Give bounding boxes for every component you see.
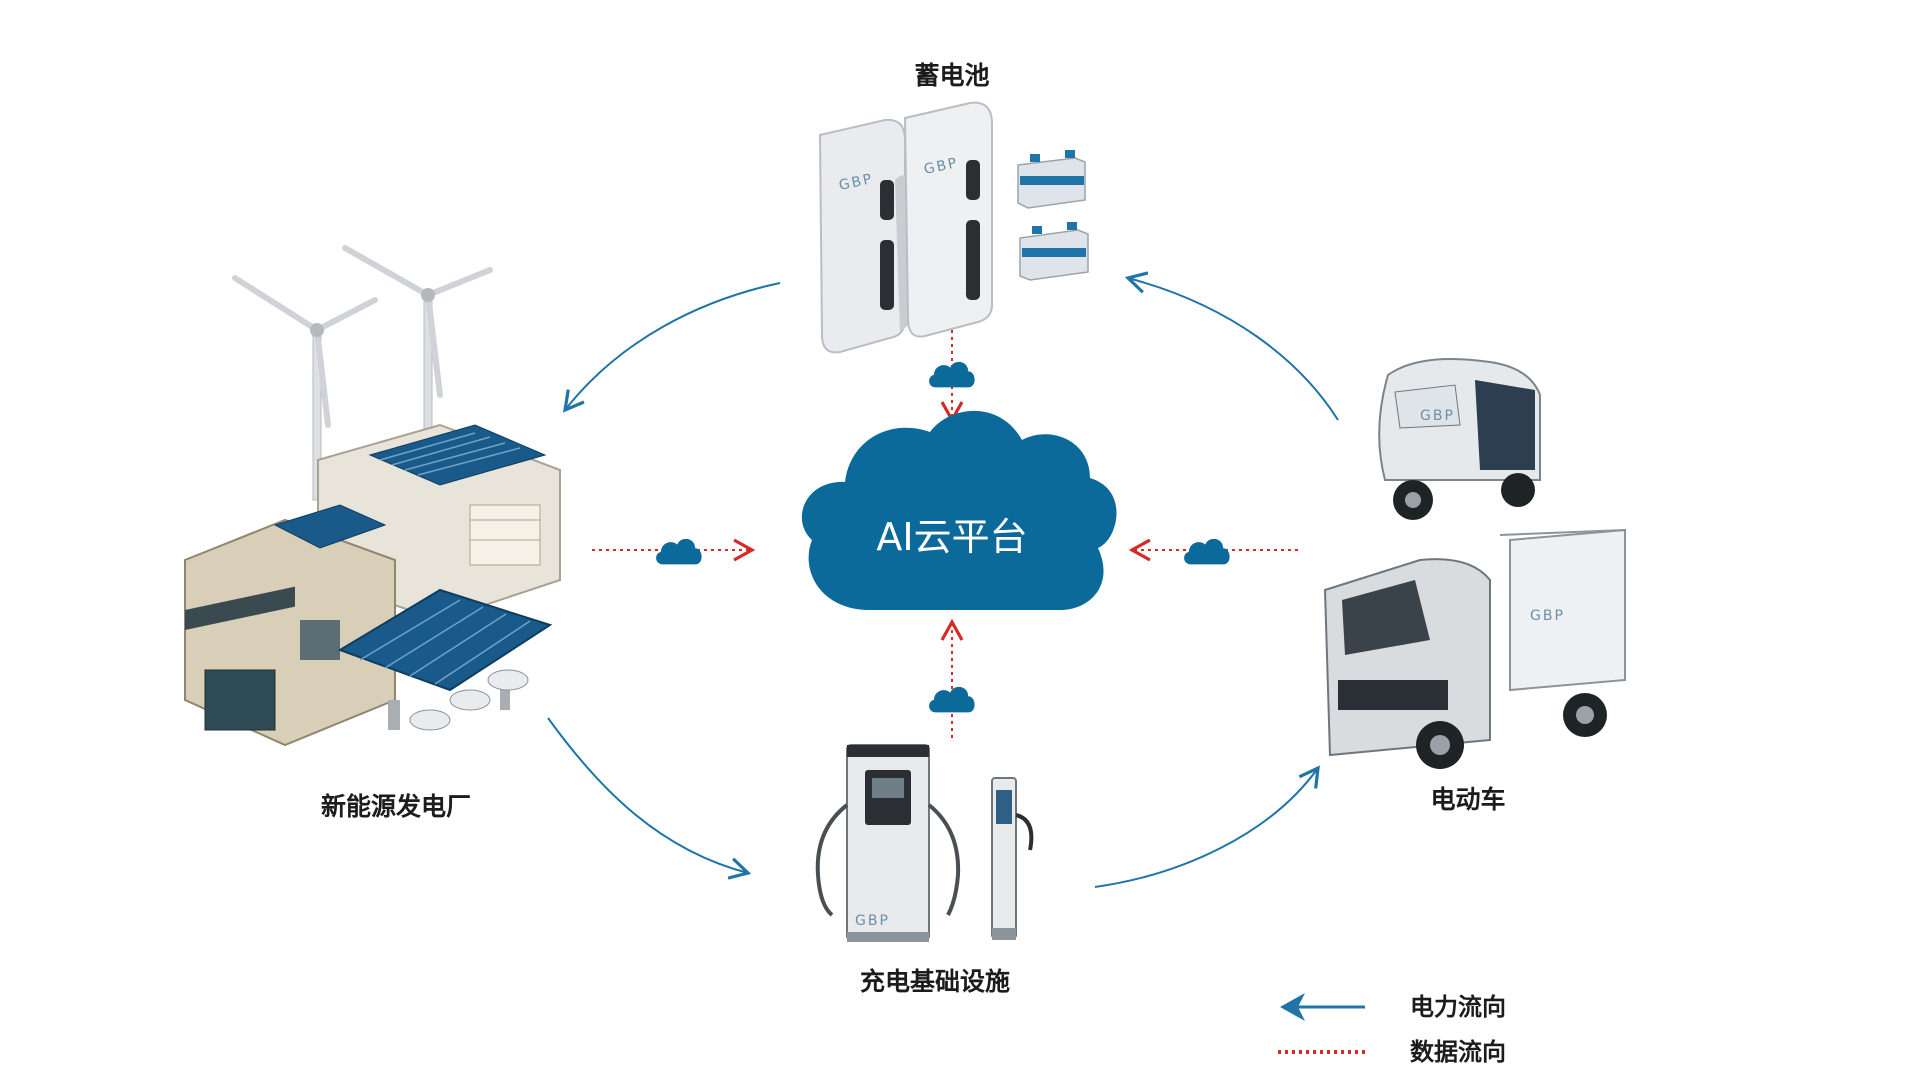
car-battery-icon [1017, 150, 1086, 209]
cloud-icon [801, 410, 1117, 610]
battery-cabinet-icon: GBP [818, 118, 915, 354]
charging-station-icon: GBP [815, 744, 961, 942]
legend-power-flow: 电力流向 [1280, 993, 1506, 1021]
legend: 电力流向 数据流向 [1278, 993, 1506, 1066]
svg-text:GBP: GBP [1420, 408, 1455, 424]
svg-text:GBP: GBP [1530, 608, 1565, 624]
charging-pole-icon [991, 777, 1034, 940]
car-battery-icon [1019, 222, 1089, 281]
svg-text:GBP: GBP [923, 155, 960, 178]
legend-power-label: 电力流向 [1410, 993, 1506, 1021]
svg-text:GBP: GBP [838, 171, 875, 194]
plant-label: 新能源发电厂 [321, 792, 471, 821]
power-arrow-battery-to-plant [562, 282, 781, 413]
charging-node: GBP 充电基础设施 [815, 744, 1034, 996]
solar-carport-icon [337, 588, 553, 731]
power-flow-arrows [547, 271, 1339, 888]
power-plant-node: 新能源发电厂 [184, 245, 561, 821]
power-arrow-plant-to-charging [547, 717, 752, 880]
cloud-icon [929, 686, 975, 713]
legend-data-label: 数据流向 [1410, 1038, 1506, 1066]
battery-cabinet-icon: GBP [903, 101, 993, 338]
legend-data-flow: 数据流向 [1278, 1038, 1506, 1066]
arrow-left-icon [1280, 993, 1305, 1021]
cloud-icon [1184, 538, 1230, 565]
office-house-icon [184, 504, 396, 747]
vehicle-node: GBP GBP 电动车 [1323, 358, 1626, 814]
battery-node: 蓄电池 GBP GBP [818, 61, 1089, 354]
cloud-icon [929, 361, 975, 388]
vehicle-label: 电动车 [1430, 785, 1505, 814]
tuk-tuk-icon: GBP [1378, 358, 1541, 520]
cloud-label: AI云平台 [876, 515, 1027, 559]
truck-icon: GBP [1323, 528, 1626, 769]
charging-label: 充电基础设施 [860, 967, 1010, 996]
wind-turbine-icon [342, 245, 493, 466]
ai-cloud-platform: AI云平台 [801, 410, 1117, 610]
power-arrow-vehicle-to-battery [1124, 271, 1339, 421]
svg-text:GBP: GBP [855, 913, 890, 929]
data-flow-arrows [592, 330, 1298, 738]
cloud-icon [656, 538, 702, 565]
power-arrow-charging-to-vehicle [1094, 765, 1320, 888]
wind-turbine-icon [232, 275, 378, 501]
battery-label: 蓄电池 [914, 61, 989, 90]
